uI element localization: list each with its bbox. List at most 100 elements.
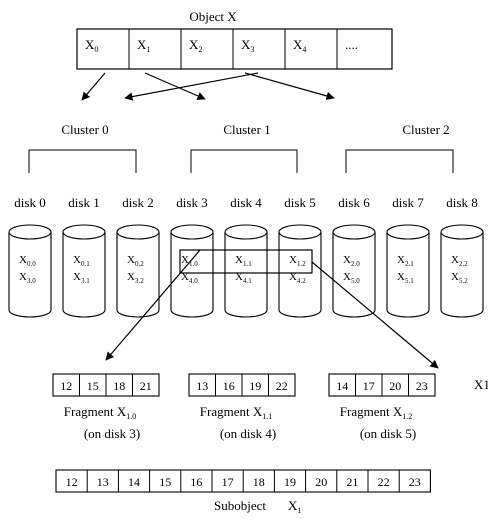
disk-5-top — [278, 224, 322, 240]
fragment-0-cell-0: 12 — [60, 379, 72, 393]
disk-0-top — [8, 224, 52, 240]
disk-1-block-1: X3.1 — [73, 271, 90, 285]
subobject-cell-9: 21 — [346, 475, 358, 489]
disk-5-label: disk 5 — [284, 195, 315, 210]
disk-8-block-1: X5.2 — [451, 271, 468, 285]
arrow-x2-to-cluster-2 — [244, 72, 335, 100]
fragment-2-note: (on disk 5) — [360, 426, 416, 441]
fragment-2-cell-3: 23 — [416, 379, 428, 393]
disk-6-body — [332, 232, 376, 318]
disk-6-block-0: X2.0 — [343, 254, 360, 268]
disk-2-block-1: X3.2 — [127, 271, 144, 285]
row-label-x1: X1 — [474, 377, 488, 392]
disk-4-label: disk 4 — [230, 195, 262, 210]
subobject-cell-2: 14 — [128, 475, 140, 489]
disk-0: disk 0 X0.0X3.0 — [8, 195, 52, 318]
disk-7-label: disk 7 — [392, 195, 424, 210]
disk-4-block-1: X4.1 — [235, 271, 252, 285]
disk-8-label: disk 8 — [446, 195, 477, 210]
fragment-selection-box — [179, 249, 313, 274]
object-cell-5-label: .... — [345, 37, 358, 52]
cluster-1-label: Cluster 1 — [223, 122, 270, 137]
subobject-cell-8: 20 — [315, 475, 327, 489]
fragment-0-note: (on disk 3) — [84, 426, 140, 441]
cluster-2-bracket — [345, 149, 454, 173]
fragment-0-cell-2: 18 — [113, 379, 125, 393]
subobject-cell-4: 16 — [190, 475, 202, 489]
subobject-label: Subobject — [214, 498, 266, 513]
cluster-0-label: Cluster 0 — [61, 122, 108, 137]
disk-1: disk 1 X0.1X3.1 — [62, 195, 106, 318]
disk-7-top — [386, 224, 430, 240]
subobject-cell-1: 13 — [97, 475, 109, 489]
fragment-0-title: Fragment X1.0 — [64, 404, 136, 421]
object-row-frame — [76, 28, 393, 70]
disk-8: disk 8 X2.2X5.2 — [440, 195, 484, 318]
arrow-x0-to-cluster-0 — [81, 72, 106, 101]
disk-6: disk 6X2.0X5.0 — [332, 195, 376, 318]
cluster-1-bracket — [190, 149, 298, 173]
disk-7-body — [386, 232, 430, 318]
arrow-to-fragment-1-0 — [105, 249, 201, 361]
object-cell-3-label: X3 — [241, 37, 254, 54]
disk-5-block-1: X4.2 — [289, 271, 306, 285]
fragment-2-title: Fragment X1.2 — [340, 404, 412, 421]
disk-6-block-1: X5.0 — [343, 271, 360, 285]
fragment-1-note: (on disk 4) — [220, 426, 276, 441]
fragment-1-cell-0: 13 — [196, 379, 208, 393]
disk-2-top — [116, 224, 160, 240]
fragment-1-cell-3: 22 — [276, 379, 288, 393]
disk-3: disk 3 X1.0X4.0 — [170, 195, 214, 318]
disk-4-block-0: X1.1 — [235, 254, 252, 268]
object-cell-1-label: X1 — [137, 37, 150, 54]
disk-5-block-0: X1.2 — [289, 254, 306, 268]
disk-0-block-0: X0.0 — [19, 254, 36, 268]
fragment-2-cell-1: 17 — [363, 379, 375, 393]
object-distribution-arrows — [81, 72, 335, 101]
fragment-1-cell-1: 16 — [223, 379, 235, 393]
disk-0-block-1: X3.0 — [19, 271, 36, 285]
disk-7-block-1: X5.1 — [397, 271, 414, 285]
disk-8-top — [440, 224, 484, 240]
disk-1-label: disk 1 — [68, 195, 99, 210]
disk-2-label: disk 2 — [122, 195, 153, 210]
disk-5: disk 5 X1.2X4.2 — [278, 195, 322, 318]
object-cell-0-label: X0 — [85, 37, 98, 54]
disk-2-block-0: X0.2 — [127, 254, 144, 268]
disk-1-body — [62, 232, 106, 318]
disk-4-top — [224, 224, 268, 240]
arrow-x1-to-cluster-1 — [144, 72, 206, 100]
fragment-2-cell-2: 20 — [389, 379, 401, 393]
subobject-cell-11: 23 — [409, 475, 421, 489]
fragment-1-title: Fragment X1.1 — [200, 404, 272, 421]
disk-3-body — [170, 232, 214, 318]
fragment-0-cell-3: 21 — [140, 379, 152, 393]
subobject-cell-10: 22 — [378, 475, 390, 489]
disk-4: disk 4 X1.1X4.1 — [224, 195, 268, 318]
disk-7-block-0: X2.1 — [397, 254, 414, 268]
disk-3-block-0: X1.0 — [181, 254, 198, 268]
fragment-0-cell-1: 15 — [87, 379, 99, 393]
object-cell-2-label: X2 — [189, 37, 202, 54]
cluster-0-bracket — [28, 149, 137, 173]
disk-0-body — [8, 232, 52, 318]
disk-0-label: disk 0 — [14, 195, 45, 210]
arrow-to-fragment-1-2 — [311, 261, 439, 369]
disk-3-block-1: X4.0 — [181, 271, 198, 285]
disk-1-block-0: X0.1 — [73, 254, 90, 268]
disk-3-label: disk 3 — [176, 195, 207, 210]
disk-8-block-0: X2.2 — [451, 254, 468, 268]
object-title: Object X — [189, 9, 237, 24]
disk-5-body — [278, 232, 322, 318]
disk-8-body — [440, 232, 484, 318]
fragment-1-cell-2: 19 — [249, 379, 261, 393]
cluster-2-label: Cluster 2 — [402, 122, 449, 137]
fragment-2-cell-0: 14 — [336, 379, 348, 393]
